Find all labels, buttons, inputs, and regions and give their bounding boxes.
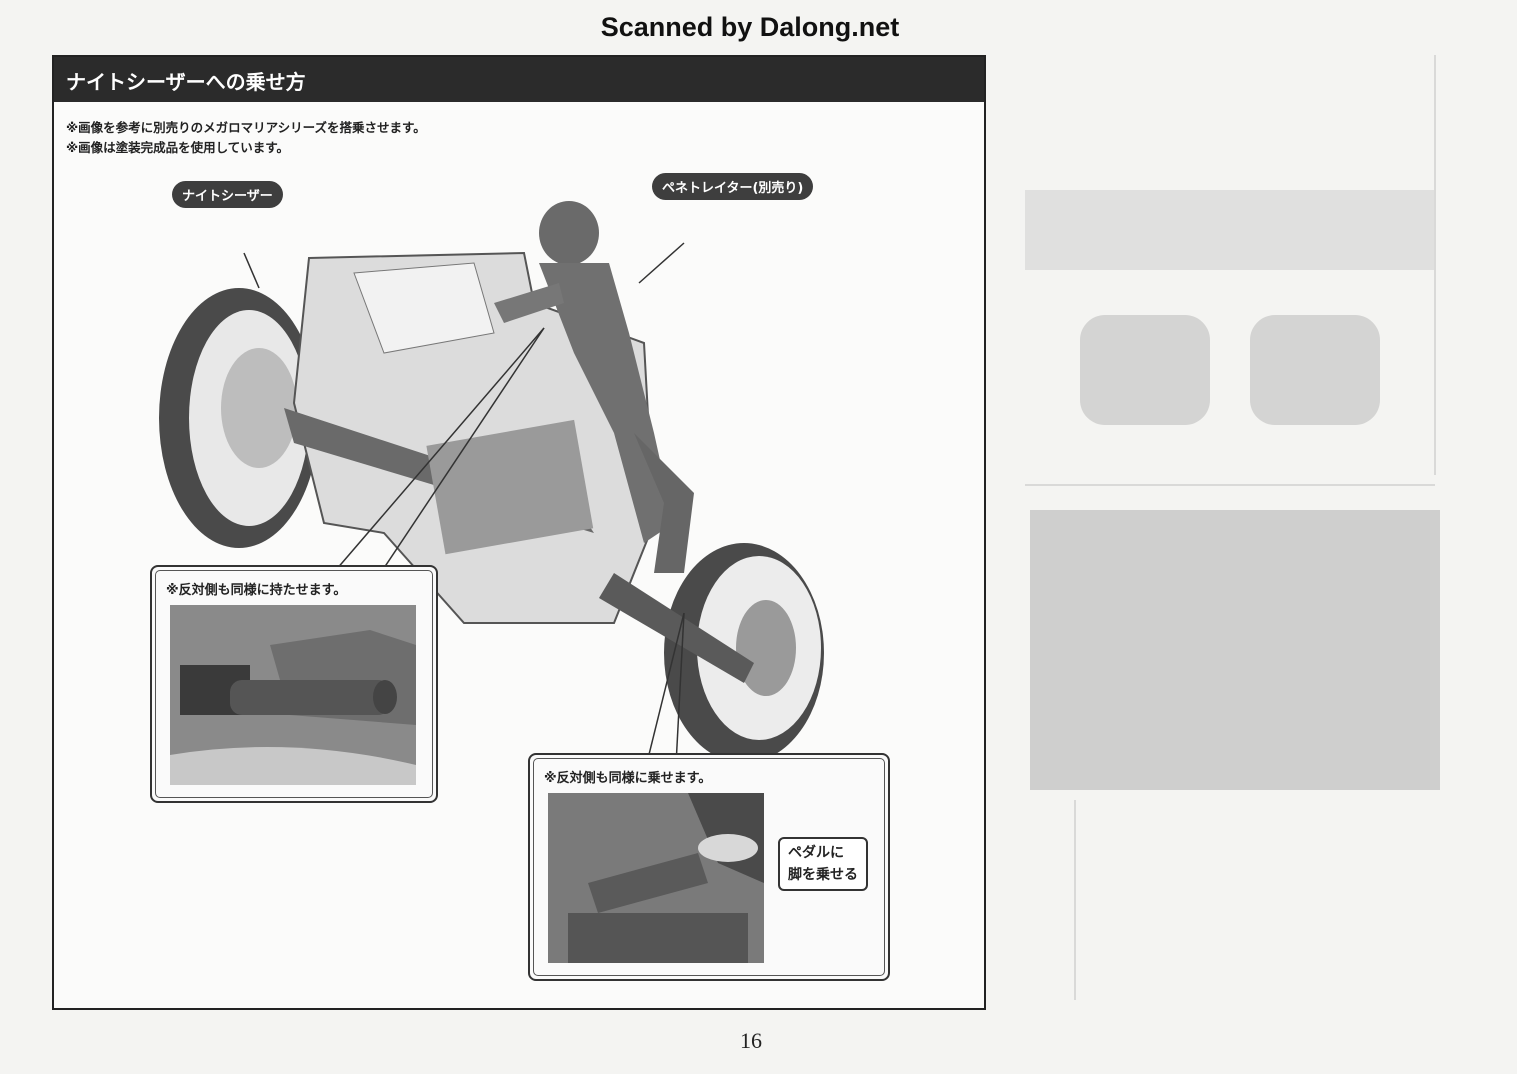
note-line-2: ※画像は塗装完成品を使用しています。 [66,140,290,155]
grip-photo [170,605,416,785]
section-title: ナイトシーザーへの乗せ方 [66,70,306,94]
label-vehicle: ナイトシーザー [172,181,283,208]
motorcycle-illustration [159,201,824,804]
rider-figure [494,201,694,573]
pedal-instruction-label: ペダルに 脚を乗せる [778,837,868,891]
callout-pedal-caption: ※反対側も同様に乗せます。 [544,771,712,786]
rear-wheel [664,543,824,763]
page-number: 16 [740,1028,762,1053]
panel-header: ナイトシーザーへの乗せ方 [54,57,984,102]
facing-page-bleedthrough [1025,55,1440,1000]
front-wheel [159,288,319,548]
pedal-photo [548,793,764,963]
label-rider: ペネトレイター(別売り) [652,173,814,200]
instruction-panel: ナイトシーザーへの乗せ方 ※画像を参考に別売りのメガロマリアシリーズを搭乗させま… [52,55,986,1010]
note-line-1: ※画像を参考に別売りのメガロマリアシリーズを搭乗させます。 [66,120,426,135]
callout-pedal: ※反対側も同様に乗せます。 ペダルに 脚を乗せる [528,753,890,981]
pedal-label-line-2: 脚を乗せる [788,867,858,883]
callout-grip-caption: ※反対側も同様に持たせます。 [166,583,347,598]
callout-grip: ※反対側も同様に持たせます。 [150,565,438,803]
pedal-label-line-1: ペダルに [788,845,844,861]
scan-watermark: Scanned by Dalong.net [600,12,900,42]
